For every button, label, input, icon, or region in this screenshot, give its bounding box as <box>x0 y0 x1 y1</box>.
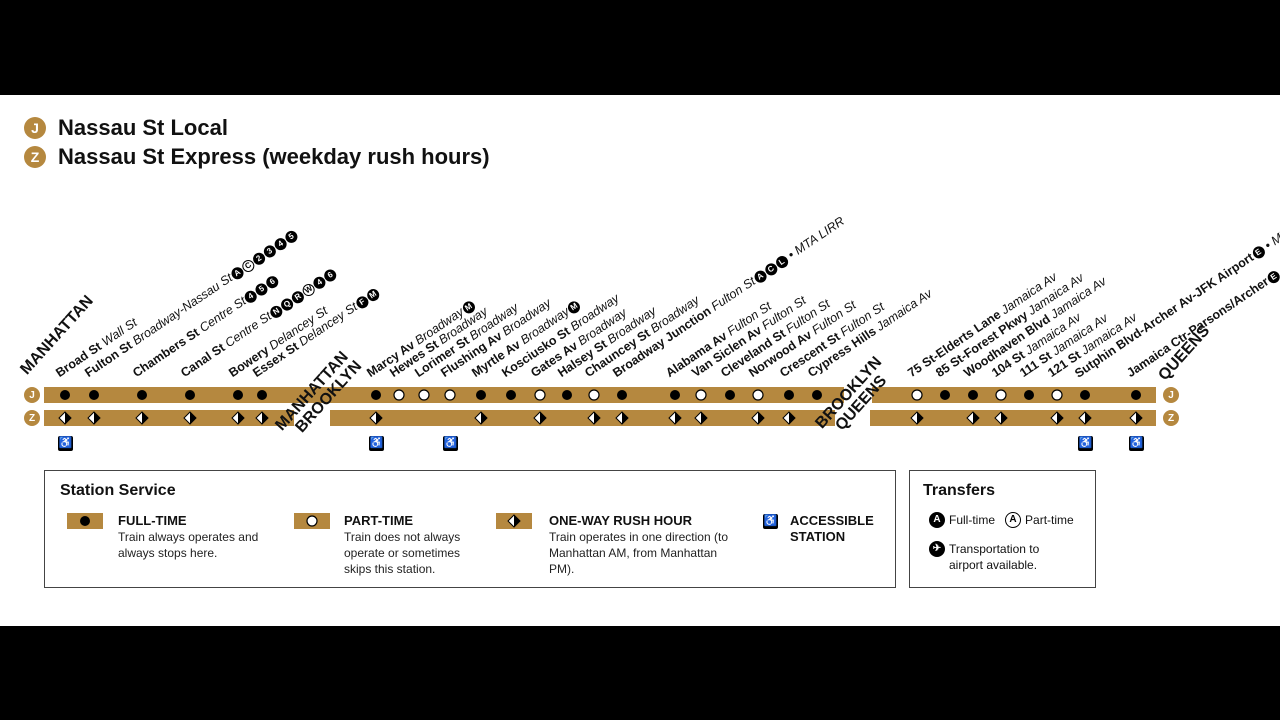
full-time-transfer-bullet: A <box>929 512 945 528</box>
accessible-icon: ♿ <box>1078 436 1093 451</box>
full-time-label: FULL-TIME <box>118 513 187 528</box>
j-strip-2 <box>872 387 1156 403</box>
part-time-transfer-text: Part-time <box>1025 513 1074 527</box>
j-route-bullet: J <box>24 117 46 139</box>
z-strip-1 <box>44 410 294 426</box>
z-row-bullet-left: Z <box>24 410 40 426</box>
one-way-desc: Train operates in one direction (to Manh… <box>549 530 728 576</box>
accessible-icon: ♿ <box>1129 436 1144 451</box>
part-time-desc: Train does not always operate or sometim… <box>344 530 461 576</box>
accessible-icon: ♿ <box>443 436 458 451</box>
full-time-transfer-row: A Full-time A Part-time <box>928 512 1074 528</box>
station-service-legend: Station Service FULL-TIME Train always o… <box>44 470 896 588</box>
z-strip-3 <box>870 410 1156 426</box>
accessible-label: ACCESSIBLE STATION <box>790 513 874 544</box>
full-time-swatch <box>67 513 103 529</box>
full-time-desc: Train always operates and always stops h… <box>118 530 259 560</box>
part-time-transfer-bullet: A <box>1005 512 1022 528</box>
station-service-title: Station Service <box>60 482 176 499</box>
airplane-icon: ✈ <box>929 541 945 557</box>
transfers-title: Transfers <box>923 482 996 499</box>
full-time-transfer-text: Full-time <box>949 513 996 527</box>
accessible-icon: ♿ <box>58 436 73 451</box>
airport-row: ✈ Transportation to airport available. <box>928 541 1059 573</box>
transfers-legend: Transfers A Full-time A Part-time ✈ Tran… <box>909 470 1096 588</box>
part-time-swatch <box>294 513 330 529</box>
one-way-swatch <box>496 513 532 529</box>
z-route-bullet: Z <box>24 146 46 168</box>
z-route-name: Nassau St Express (weekday rush hours) <box>58 144 490 169</box>
j-route-name: Nassau St Local <box>58 115 228 140</box>
airport-text: Transportation to airport available. <box>949 542 1040 572</box>
accessible-icon: ♿ <box>763 514 778 529</box>
j-row-bullet-left: J <box>24 387 40 403</box>
z-strip-2 <box>330 410 835 426</box>
j-strip-1 <box>44 387 844 403</box>
z-row-bullet-right: Z <box>1163 410 1179 426</box>
part-time-label: PART-TIME <box>344 513 414 528</box>
one-way-label: ONE-WAY RUSH HOUR <box>549 513 693 528</box>
accessible-icon: ♿ <box>369 436 384 451</box>
j-row-bullet-right: J <box>1163 387 1179 403</box>
